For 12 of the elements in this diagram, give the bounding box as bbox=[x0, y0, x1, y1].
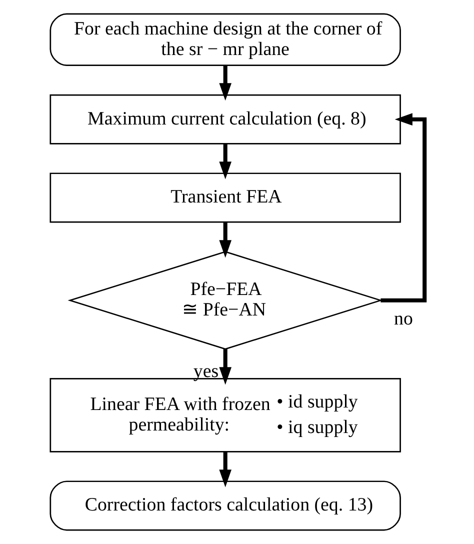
arrow bbox=[380, 113, 426, 302]
node-box: For each machine design at the corner of the sr − mr plane bbox=[49, 13, 400, 66]
arrow bbox=[218, 222, 231, 258]
node-box: Maximum current calculation (eq. 8) bbox=[49, 94, 400, 144]
arrow bbox=[218, 66, 231, 101]
node-box: Correction factors calculation (eq. 13) bbox=[49, 480, 400, 531]
node-diamond: Pfe−FEA ≅ Pfe−AN bbox=[67, 251, 382, 350]
node-box: Transient FEA bbox=[49, 172, 400, 223]
arrow bbox=[218, 144, 231, 180]
edge-label: no bbox=[394, 308, 412, 330]
arrow bbox=[218, 349, 231, 385]
arrow bbox=[218, 452, 231, 488]
